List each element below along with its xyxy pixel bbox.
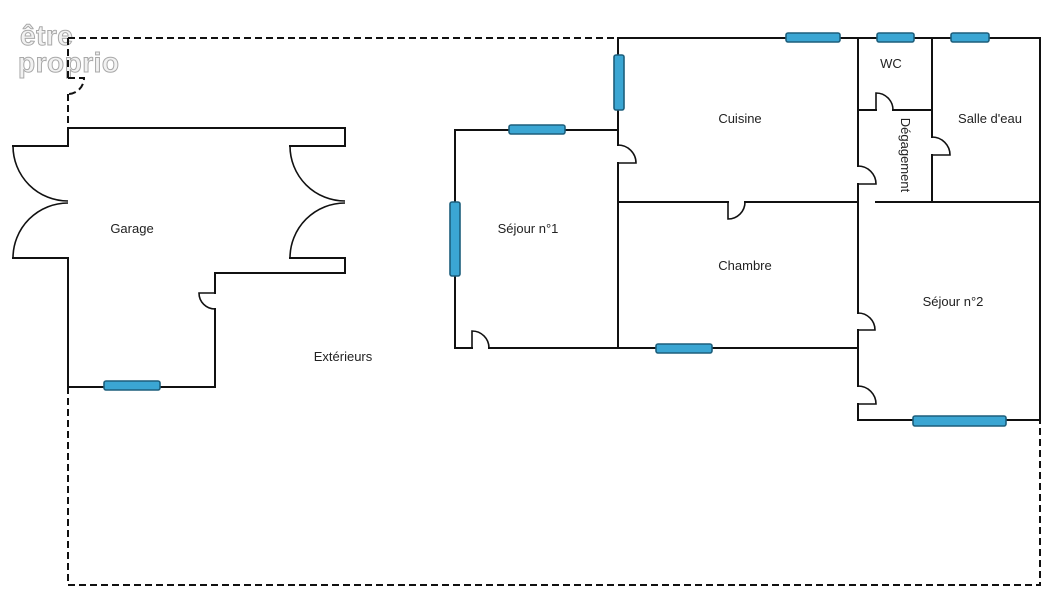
- sejour1-entry-door: [471, 330, 490, 349]
- door-salle-eau: [931, 136, 951, 156]
- windows: [103, 32, 1007, 427]
- label-degagement: Dégagement: [898, 118, 913, 193]
- label-exterieurs: Extérieurs: [314, 349, 373, 364]
- garage-side-door: [198, 292, 216, 310]
- door-chambre: [727, 201, 746, 220]
- room-labels: Garage Séjour n°1 Cuisine WC Salle d'eau…: [110, 56, 1022, 364]
- window-sejour2: [912, 415, 1007, 427]
- window-cuisine-top: [785, 32, 841, 43]
- boundary-bottom: [67, 387, 1041, 586]
- window-wc: [876, 32, 915, 43]
- sejour1-wall-left-top: [454, 129, 619, 349]
- garage-right-door-upper: [289, 145, 346, 202]
- garage-wall-bottom: [12, 257, 216, 388]
- window-salle-eau: [950, 32, 990, 43]
- label-chambre: Chambre: [718, 258, 771, 273]
- door-sejour2-exterior: [857, 385, 877, 405]
- door-chambre-sejour2: [857, 312, 876, 331]
- garage-walls: [12, 127, 346, 388]
- window-sejour1-left: [449, 201, 461, 277]
- window-sejour1-top: [508, 124, 566, 135]
- door-wc: [875, 92, 894, 111]
- label-cuisine: Cuisine: [718, 111, 761, 126]
- garage-right-door-lower: [289, 202, 346, 259]
- watermark-line-1: être: [20, 20, 73, 51]
- garage-wall-right-bottom: [214, 257, 346, 294]
- label-garage: Garage: [110, 221, 153, 236]
- door-sejour1-cuisine: [617, 144, 637, 164]
- garage-wall-top: [67, 127, 346, 147]
- door-cuisine-degagement: [857, 165, 877, 185]
- label-sejour1: Séjour n°1: [498, 221, 559, 236]
- garage-wall-left-top: [12, 127, 69, 147]
- window-chambre: [655, 343, 713, 354]
- label-salle-eau: Salle d'eau: [958, 111, 1022, 126]
- property-boundary: [67, 37, 1041, 586]
- window-garage: [103, 380, 161, 391]
- garage-left-door-lower: [12, 202, 69, 259]
- garage-left-door-upper: [12, 145, 69, 202]
- house-wall-top-right: [617, 37, 1041, 421]
- label-sejour2: Séjour n°2: [923, 294, 984, 309]
- label-wc: WC: [880, 56, 902, 71]
- window-cuisine-left: [613, 54, 625, 111]
- boundary-gate: [67, 77, 86, 95]
